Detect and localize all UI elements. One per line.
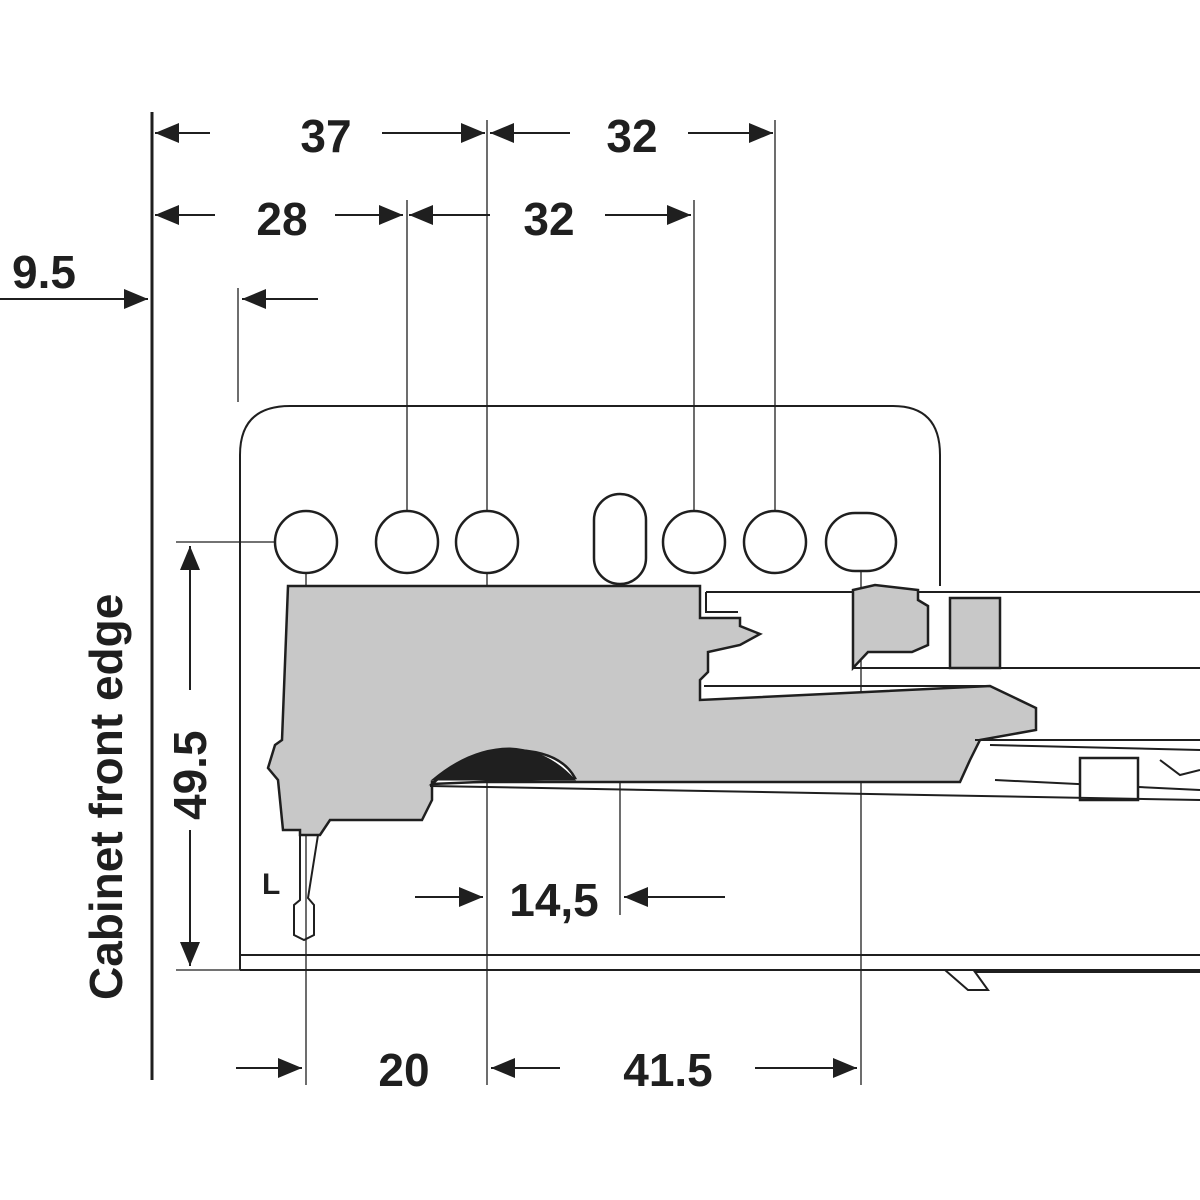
svg-text:20: 20 [378, 1044, 429, 1096]
dimension-9-5: 9.5 [0, 246, 318, 402]
svg-text:14,5: 14,5 [509, 874, 599, 926]
mounting-plate [239, 405, 941, 970]
dimension-20: 20 [236, 1044, 430, 1096]
mounting-holes [273, 492, 898, 586]
dimension-41-5: 41.5 [491, 1044, 857, 1096]
svg-text:41.5: 41.5 [623, 1044, 713, 1096]
front-clip [293, 834, 319, 942]
cabinet-front-edge-label: Cabinet front edge [80, 594, 132, 1000]
side-marker-l: L [262, 868, 280, 901]
dimension-32-upper: 32 [490, 110, 773, 162]
dimension-49-5: 49.5 [164, 546, 216, 966]
svg-text:9.5: 9.5 [12, 246, 76, 298]
svg-text:32: 32 [523, 193, 574, 245]
dimension-28: 28 [155, 193, 403, 245]
bottom-rail [240, 954, 1200, 991]
svg-text:32: 32 [606, 110, 657, 162]
dimension-14-5: 14,5 [415, 874, 725, 926]
svg-text:37: 37 [300, 110, 351, 162]
slide-dark-segment [430, 747, 577, 781]
svg-text:28: 28 [256, 193, 307, 245]
inner-rail-detail [429, 583, 1200, 802]
dimension-32-lower: 32 [409, 193, 691, 245]
svg-text:49.5: 49.5 [164, 730, 216, 820]
dimension-37: 37 [155, 110, 485, 162]
